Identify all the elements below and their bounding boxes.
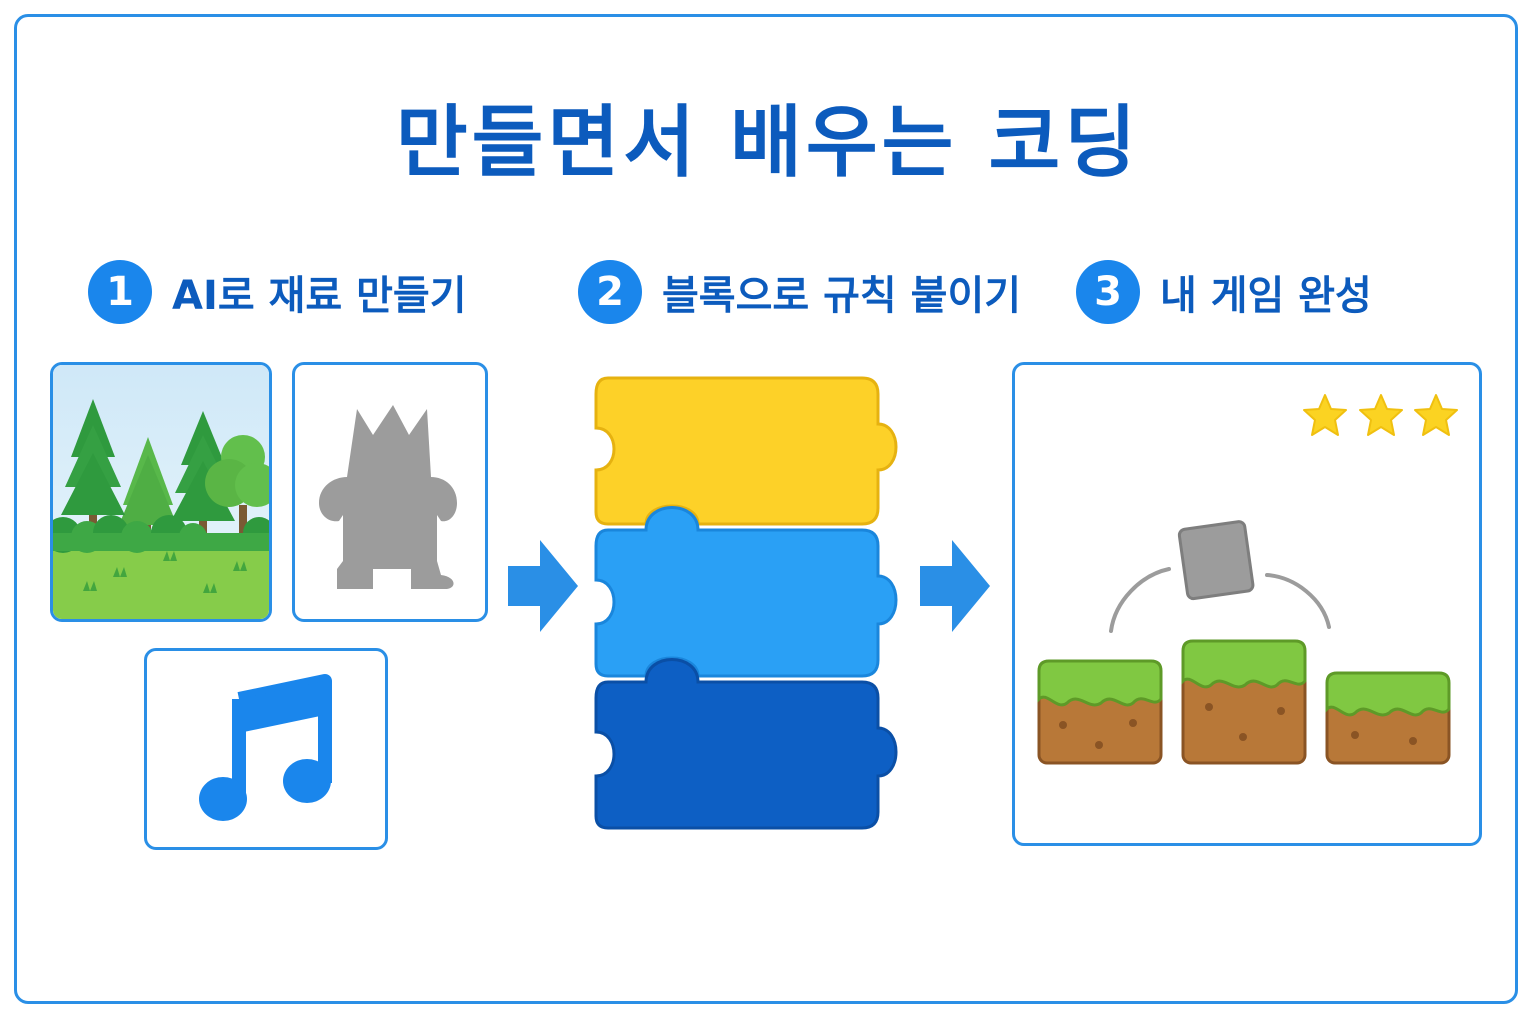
outer-frame: [14, 14, 1518, 1004]
puzzle-block-icon: [594, 658, 898, 830]
puzzle-block-icon: [594, 506, 898, 678]
forest-image-icon: [53, 365, 269, 619]
puzzle-block-icon: [594, 376, 898, 526]
music-note-icon: [199, 674, 332, 821]
arrow-right-icon: [920, 540, 990, 632]
music-card: [144, 648, 388, 850]
step-1-number: 1: [88, 260, 152, 324]
step-1-label: AI로 재료 만들기: [172, 273, 467, 319]
forest-card: [50, 362, 272, 622]
platform-block-icon: [1037, 659, 1163, 765]
character-silhouette-icon: [319, 405, 457, 589]
step-2: 2 블록으로 규칙 붙이기: [578, 258, 1021, 326]
arrow-right-icon: [508, 540, 578, 632]
platform-block-icon: [1181, 639, 1307, 765]
step-3-number: 3: [1076, 260, 1140, 324]
step-2-label: 블록으로 규칙 붙이기: [662, 273, 1022, 319]
game-card: [1012, 362, 1482, 846]
player-block: [1177, 520, 1255, 601]
star-icon: [1303, 394, 1458, 436]
character-card: [292, 362, 488, 622]
puzzle-blocks: [594, 376, 898, 830]
page-title: 만들면서 배우는 코딩: [395, 98, 1141, 188]
step-3-label: 내 게임 완성: [1160, 273, 1372, 319]
game-scene: [1037, 394, 1458, 765]
step-1: 1 AI로 재료 만들기: [88, 258, 467, 326]
step-2-number: 2: [578, 260, 642, 324]
platform-block-icon: [1325, 671, 1451, 765]
step-3: 3 내 게임 완성: [1076, 258, 1372, 326]
